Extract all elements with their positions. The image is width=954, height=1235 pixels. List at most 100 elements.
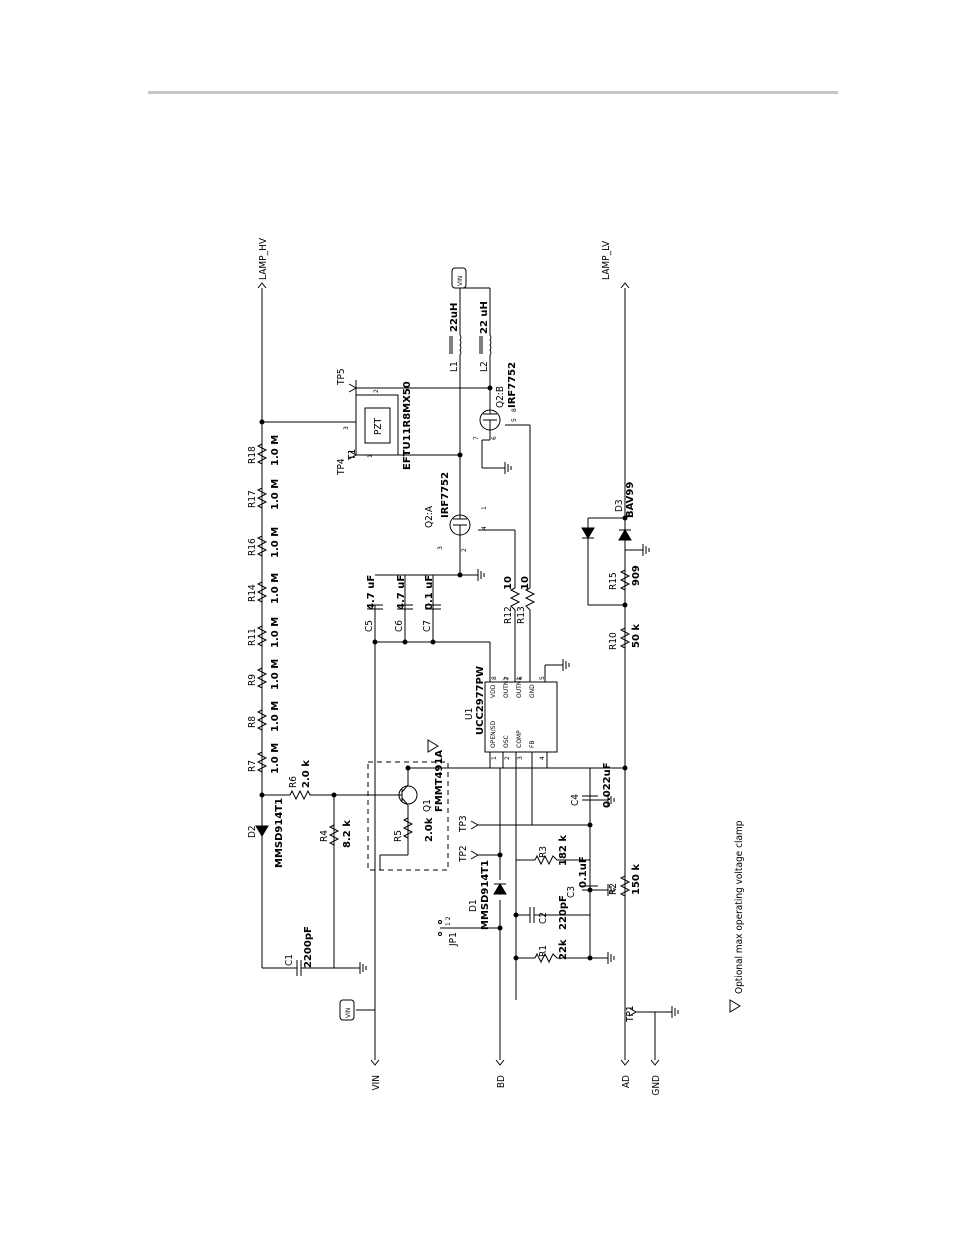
q2b-mosfet — [479, 409, 501, 441]
r3-value: 182 k — [558, 835, 569, 866]
u1-pin7-name: OUTN2 — [503, 677, 510, 698]
c7-ref: C7 — [422, 620, 433, 632]
r1-ref: R1 — [538, 945, 549, 957]
q2a-pin3: 3 — [437, 546, 444, 550]
vin-flag-bottom-shape — [339, 999, 355, 1021]
r2-value: 150 k — [631, 864, 642, 895]
r18-ref: R18 — [247, 446, 258, 464]
c6-ref: C6 — [394, 620, 405, 632]
diode-symbols — [255, 527, 632, 895]
r6-value: 2.0 k — [301, 760, 312, 788]
d3-part: BAV99 — [625, 482, 636, 518]
t1-pin-1: 1 — [367, 454, 374, 458]
l1-ref: L1 — [449, 361, 460, 372]
c5-ref: C5 — [364, 620, 375, 632]
r4-ref: R4 — [319, 830, 330, 842]
diode-d3b — [618, 529, 632, 541]
r8-ref: R8 — [247, 716, 258, 728]
c7-value: 0.1 uF — [424, 575, 435, 610]
u1-pin4-num: 4 — [539, 756, 546, 760]
header-rule — [148, 91, 838, 94]
footnote-triangle — [729, 999, 741, 1013]
resistor-r4 — [328, 824, 340, 846]
r14-value: 1.0 M — [270, 573, 281, 604]
q2b-pin5: 5 — [511, 418, 518, 422]
q2a-ref: Q2:A — [424, 505, 435, 528]
resistor-r17 — [256, 487, 268, 509]
r5-ref: R5 — [393, 830, 404, 842]
r17-value: 1.0 M — [270, 479, 281, 510]
r11-ref: R11 — [247, 628, 258, 646]
t1-pin-2: 2 — [373, 389, 380, 393]
c5-value: 4.7 uF — [366, 575, 377, 610]
r3-ref: R3 — [538, 846, 549, 858]
vin-flag-top-shape — [451, 267, 467, 289]
inductor-l1 — [459, 334, 462, 356]
r13-value: 10 — [520, 576, 531, 590]
u1-pin7-num: 7 — [504, 676, 511, 680]
d2-ref: D2 — [247, 825, 258, 838]
l1-value: 22uH — [449, 303, 460, 332]
q2a-pin4: 4 — [481, 526, 488, 530]
jp1-pins: 1 2 — [445, 916, 452, 926]
resistor-r12 — [509, 587, 521, 612]
t1-part: EFTU11R8MX50 — [402, 381, 413, 470]
l2-value: 22 uH — [479, 301, 490, 334]
t1-pin-3: 3 — [343, 426, 350, 430]
resistor-r14 — [256, 581, 268, 603]
u1-pin6-name: OUTN1 — [516, 677, 523, 698]
resistor-r7 — [256, 751, 268, 773]
u1-pin2-name: OSC — [503, 735, 510, 748]
resistor-r6 — [289, 789, 314, 801]
q2a-mosfet — [449, 510, 471, 555]
u1-pin2-num: 2 — [504, 756, 511, 760]
tp1-label: TP1 — [625, 1005, 636, 1023]
warning-triangle — [427, 739, 439, 753]
c6-value: 4.7 uF — [396, 575, 407, 610]
c3-value: 0.1uF — [578, 856, 589, 888]
resistor-r2 — [619, 875, 631, 897]
q2b-ref: Q2:B — [495, 386, 506, 408]
r9-ref: R9 — [247, 674, 258, 686]
diode-d1 — [493, 883, 507, 895]
d2-part: MMSD914T1 — [274, 798, 285, 868]
t1-ref: T1 — [347, 449, 358, 461]
resistor-r8 — [256, 709, 268, 731]
q2b-part: IRF7752 — [507, 362, 518, 408]
wires — [261, 287, 672, 1060]
r16-value: 1.0 M — [270, 527, 281, 558]
resistor-r10 — [619, 627, 631, 649]
optional-clamp-box — [367, 761, 449, 871]
diode-d3a — [581, 527, 595, 539]
u1-pin4-name: FB — [529, 740, 536, 748]
inductor-l2 — [489, 334, 492, 356]
resistor-r9 — [256, 667, 268, 689]
q1-part: FMMT491A — [434, 750, 445, 812]
u1-ref: U1 — [464, 708, 475, 720]
q1-transistor — [398, 784, 418, 806]
d1-part: MMSD914T1 — [480, 860, 491, 930]
resistor-r3 — [534, 854, 559, 866]
c2-value: 220pF — [558, 895, 569, 930]
r12-ref: R12 — [503, 606, 514, 624]
r2-ref: R2 — [608, 883, 619, 895]
c2-ref: C2 — [538, 912, 549, 924]
net-gnd: GND — [651, 1075, 662, 1096]
t1-body-label: PZT — [373, 417, 384, 435]
resistor-symbols — [256, 443, 631, 964]
net-lamp-lv: LAMP_LV — [601, 240, 612, 280]
resistor-r1 — [534, 952, 559, 964]
t1-transformer — [348, 394, 399, 456]
inductor-symbols — [449, 334, 492, 356]
q2a-pin1: 1 — [481, 506, 488, 510]
r4-value: 8.2 k — [342, 820, 353, 848]
r15-ref: R15 — [608, 572, 619, 590]
r15-value: 909 — [631, 565, 642, 586]
net-vin: VIN — [371, 1075, 382, 1091]
l2-ref: L2 — [479, 361, 490, 372]
junction-dots — [259, 385, 628, 961]
r1-value: 22k — [558, 939, 569, 960]
c1-ref: C1 — [284, 954, 295, 966]
